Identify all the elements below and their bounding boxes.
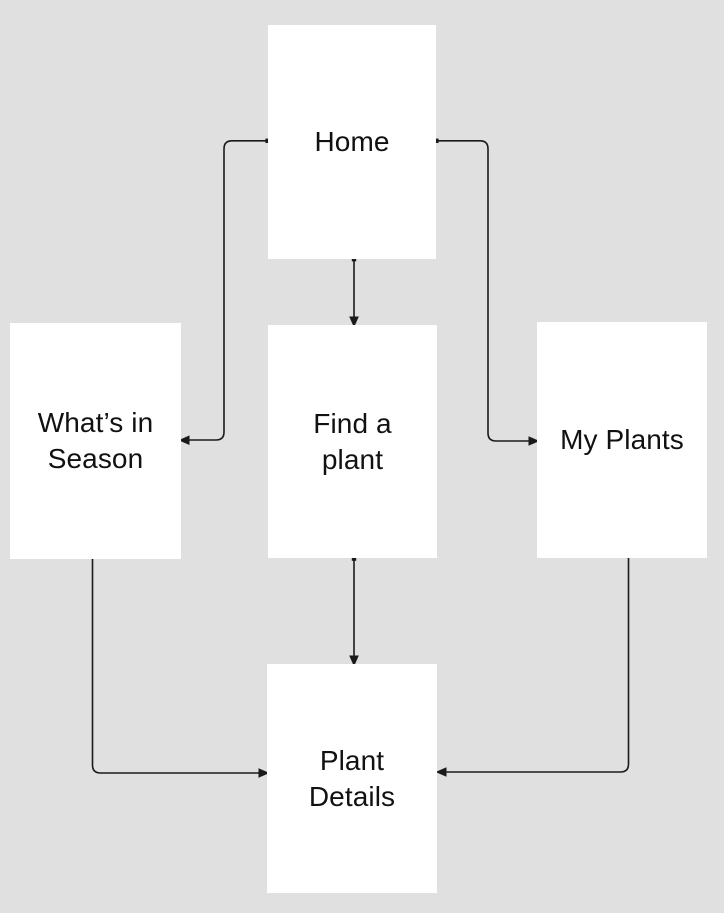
node-plant-details-label: Plant Details: [308, 744, 396, 812]
edge-home-to-season: [178, 138, 270, 445]
node-find-a-plant-label: Find a plant: [313, 407, 392, 475]
node-whats-in-season-label: What’s in Season: [37, 407, 154, 474]
node-plant-details[interactable]: Plant Details: [267, 664, 437, 893]
node-my-plants-label: My Plants: [560, 424, 684, 455]
node-find-a-plant[interactable]: Find a plant: [268, 325, 437, 558]
edge-season-to-details: [91, 559, 270, 778]
edge-find-to-details: [349, 556, 359, 667]
node-whats-in-season[interactable]: What’s in Season: [10, 323, 181, 559]
node-home-label: Home: [314, 126, 390, 157]
node-home[interactable]: Home: [268, 25, 436, 259]
node-my-plants[interactable]: My Plants: [537, 322, 707, 558]
edge-home-to-myplants: [434, 138, 540, 446]
edge-myplants-to-details: [435, 558, 630, 777]
edge-home-to-find: [349, 257, 359, 328]
